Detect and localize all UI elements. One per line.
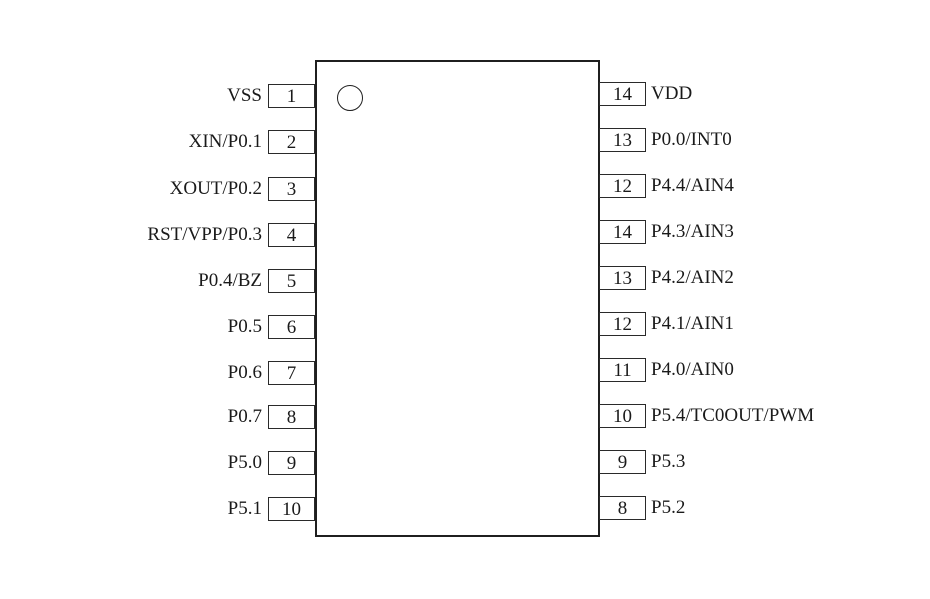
pin-label: RST/VPP/P0.3 (147, 224, 262, 245)
pin-number-box: 13 (599, 128, 646, 152)
pin-number-box: 11 (599, 358, 646, 382)
pin-row-left-2: XIN/P0.1 2 (0, 130, 930, 154)
pin-number-box: 7 (268, 361, 315, 385)
pin-row-right-4: 14 P4.3/AIN3 (0, 220, 930, 244)
pin-number-box: 12 (599, 174, 646, 198)
pin-number: 8 (286, 406, 297, 428)
pin-number-box: 10 (268, 497, 315, 521)
pin-number-box: 8 (599, 496, 646, 520)
pin-number: 1 (286, 85, 297, 107)
pin-label: P5.0 (227, 452, 262, 473)
pin-label: P4.3/AIN3 (651, 221, 734, 242)
pin-number: 9 (286, 452, 297, 474)
pin-row-right-8: 10 P5.4/TC0OUT/PWM (0, 404, 930, 428)
pin-label: P4.0/AIN0 (651, 359, 734, 380)
pin-number: 12 (613, 175, 632, 197)
pin-row-right-9: 9 P5.3 (0, 450, 930, 474)
pin-row-right-6: 12 P4.1/AIN1 (0, 312, 930, 336)
pin-number: 9 (617, 451, 628, 473)
pin-number-box: 1 (268, 84, 315, 108)
pin-row-left-1: VSS 1 (0, 84, 930, 108)
pin-number-box: 8 (268, 405, 315, 429)
pin-row-right-1: 14 VDD (0, 82, 930, 106)
pin-label: P5.4/TC0OUT/PWM (651, 405, 815, 426)
chip-body (315, 60, 600, 537)
pin-number-box: 4 (268, 223, 315, 247)
pin-number: 14 (613, 221, 632, 243)
pin-number-box: 10 (599, 404, 646, 428)
pin-label: P4.1/AIN1 (651, 313, 734, 334)
pin-row-left-7: P0.6 7 (0, 361, 930, 385)
pin-row-left-3: XOUT/P0.2 3 (0, 177, 930, 201)
pin-label: VDD (651, 83, 693, 104)
pin-row-right-10: 8 P5.2 (0, 496, 930, 520)
pin-number: 13 (613, 267, 632, 289)
pin-label: P0.6 (227, 362, 262, 383)
pin-row-right-2: 13 P0.0/INT0 (0, 128, 930, 152)
pin-row-left-9: P5.0 9 (0, 451, 930, 475)
pin-number: 7 (286, 362, 297, 384)
pin-number-box: 9 (268, 451, 315, 475)
pin-label: P5.1 (227, 498, 262, 519)
pin-number-box: 14 (599, 220, 646, 244)
pin-number: 13 (613, 129, 632, 151)
pin-number: 8 (617, 497, 628, 519)
pin-row-left-6: P0.5 6 (0, 315, 930, 339)
pin-number-box: 2 (268, 130, 315, 154)
pin-label: P4.4/AIN4 (651, 175, 734, 196)
pin-row-right-3: 12 P4.4/AIN4 (0, 174, 930, 198)
pin-number-box: 5 (268, 269, 315, 293)
pin-row-left-8: P0.7 8 (0, 405, 930, 429)
pin-label: P5.2 (651, 497, 686, 518)
pin-number-box: 6 (268, 315, 315, 339)
pin-number-box: 9 (599, 450, 646, 474)
pin-label: XIN/P0.1 (188, 131, 262, 152)
pin-label: P0.0/INT0 (651, 129, 732, 150)
pin-row-right-7: 11 P4.0/AIN0 (0, 358, 930, 382)
pin-label: P5.3 (651, 451, 686, 472)
pin1-indicator-icon (337, 85, 363, 111)
pin-label: VSS (227, 85, 262, 106)
pin-number-box: 12 (599, 312, 646, 336)
pin-label: P0.7 (227, 406, 262, 427)
pin-number: 11 (613, 359, 632, 381)
pin-number: 4 (286, 224, 297, 246)
pin-row-left-5: P0.4/BZ 5 (0, 269, 930, 293)
pin-number: 5 (286, 270, 297, 292)
pin-number-box: 14 (599, 82, 646, 106)
pin-number: 10 (613, 405, 632, 427)
pin-label: P0.4/BZ (198, 270, 262, 291)
pin-row-right-5: 13 P4.2/AIN2 (0, 266, 930, 290)
pin-number-box: 3 (268, 177, 315, 201)
pin-number: 10 (282, 498, 301, 520)
pin-number: 3 (286, 178, 297, 200)
pin-number: 2 (286, 131, 297, 153)
pin-number-box: 13 (599, 266, 646, 290)
pin-label: P0.5 (227, 316, 262, 337)
pin-row-left-4: RST/VPP/P0.3 4 (0, 223, 930, 247)
pin-number: 14 (613, 83, 632, 105)
pin-number: 12 (613, 313, 632, 335)
pin-label: XOUT/P0.2 (169, 178, 262, 199)
pin-number: 6 (286, 316, 297, 338)
pin-row-left-10: P5.1 10 (0, 497, 930, 521)
pin-label: P4.2/AIN2 (651, 267, 734, 288)
